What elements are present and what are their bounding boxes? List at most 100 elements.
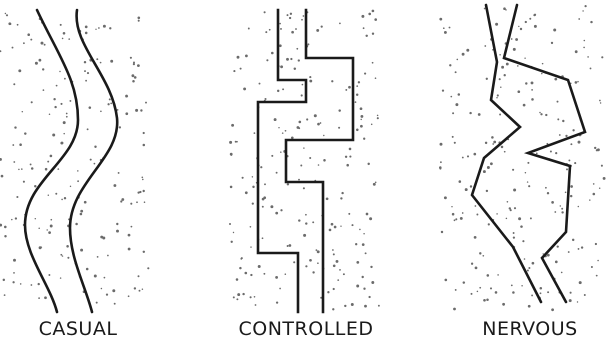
stipple-dot: [513, 48, 516, 51]
stipple-dot: [104, 277, 106, 279]
stipple-dot: [252, 203, 254, 205]
stipple-dot: [143, 144, 146, 147]
stipple-dot: [513, 232, 515, 234]
stipple-dot: [589, 199, 590, 200]
stipple-dot: [35, 62, 38, 65]
stipple-dot: [452, 136, 454, 138]
label-casual: CASUAL: [39, 318, 118, 340]
stipple-dot: [483, 170, 486, 173]
stipple-dot: [603, 177, 606, 180]
stipple-dot: [364, 305, 367, 308]
stipple-dot: [130, 57, 132, 59]
stipple-dot: [547, 192, 549, 194]
stipple-dot: [109, 27, 111, 29]
stipple-dot: [302, 84, 304, 86]
stipple-dot: [499, 78, 501, 80]
stipple-dot: [64, 197, 66, 199]
stipple-dot: [521, 285, 523, 287]
stipple-dot: [56, 85, 58, 87]
stipple-dot: [568, 159, 570, 161]
stipple-dot: [282, 88, 284, 90]
stipple-dot: [363, 27, 365, 29]
stipple-dot: [349, 148, 352, 151]
stipple-dot: [100, 62, 102, 64]
stipple-dot: [532, 262, 535, 265]
stipple-dot: [373, 183, 376, 186]
stipple-dot: [298, 179, 300, 181]
stipple-dot: [356, 129, 359, 132]
stipple-dot: [338, 127, 340, 129]
stipple-dot: [132, 80, 135, 83]
stipple-dot: [61, 199, 63, 201]
stipple-dot: [19, 143, 22, 146]
stipple-dot: [555, 152, 557, 154]
stipple-dot: [348, 213, 350, 215]
stipple-dot: [240, 68, 242, 70]
stipple-dot: [562, 120, 564, 122]
stipple-dot: [54, 106, 56, 108]
stipple-dot: [248, 28, 250, 30]
stipple-dot: [98, 27, 100, 29]
stipple-dot: [547, 291, 549, 293]
stipple-dot: [68, 38, 70, 40]
stipple-dot: [527, 181, 528, 182]
stipple-dot: [486, 78, 488, 80]
stipple-dot: [263, 273, 265, 275]
stipple-dot: [287, 245, 289, 247]
stipple-dot: [339, 269, 341, 271]
stipple-dot: [309, 259, 312, 262]
stipple-dot: [345, 156, 347, 158]
stipple-dot: [462, 157, 464, 159]
stipple-dot: [578, 18, 580, 20]
stipple-dot: [575, 81, 578, 84]
stipple-dot: [89, 106, 92, 109]
stipple-dot: [59, 71, 60, 72]
stipple-dot: [125, 112, 128, 115]
stipple-dot: [94, 145, 96, 147]
stipple-dot: [356, 85, 358, 87]
stipple-texture: [0, 5, 606, 311]
stipple-dot: [312, 221, 314, 223]
stipple-dot: [490, 162, 493, 165]
stipple-dot: [233, 296, 235, 298]
stipple-dot: [60, 277, 61, 278]
stipple-dot: [545, 114, 547, 116]
stipple-dot: [473, 153, 476, 156]
stipple-dot: [366, 213, 369, 216]
stipple-dot: [296, 48, 298, 50]
stipple-dot: [512, 169, 514, 171]
stipple-dot: [455, 289, 457, 291]
stipple-dot: [348, 86, 351, 89]
stipple-dot: [250, 226, 252, 228]
stipple-dot: [441, 231, 443, 233]
stipple-dot: [517, 90, 520, 93]
stipple-dot: [239, 267, 241, 269]
stipple-dot: [363, 233, 364, 234]
stipple-dot: [362, 243, 365, 246]
stipple-dot: [599, 188, 600, 189]
stipple-dot: [62, 255, 63, 256]
stipple-dot: [600, 102, 601, 103]
stipple-dot: [316, 249, 318, 251]
stipple-dot: [14, 126, 16, 128]
stipple-dot: [13, 83, 15, 85]
stipple-dot: [46, 229, 47, 230]
stipple-dot: [484, 45, 486, 47]
stipple-dot: [455, 71, 457, 73]
stipple-dot: [551, 42, 553, 44]
stipple-dot: [16, 196, 18, 198]
stipple-dot: [48, 231, 51, 234]
stipple-dot: [50, 225, 53, 228]
stipple-dot: [15, 217, 17, 219]
stipple-dot: [505, 9, 507, 11]
stipple-dot: [522, 240, 524, 242]
stipple-dot: [279, 23, 281, 25]
stipple-dot: [444, 196, 447, 199]
stipple-dot: [12, 281, 14, 283]
stipple-dot: [107, 255, 109, 257]
casual-left-edge: [25, 10, 78, 312]
stipple-dot: [55, 193, 57, 195]
stipple-dot: [57, 168, 59, 170]
stipple-dot: [13, 259, 16, 262]
stipple-dot: [80, 210, 83, 213]
